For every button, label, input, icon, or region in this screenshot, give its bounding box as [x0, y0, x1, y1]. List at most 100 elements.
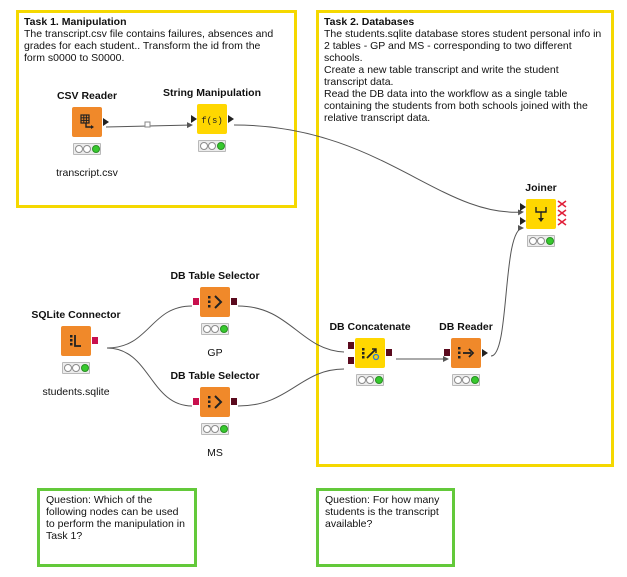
reader-glyph	[458, 347, 475, 359]
input-port[interactable]	[191, 115, 197, 123]
task2-annotation[interactable]: Task 2. Databases The students.sqlite da…	[316, 10, 614, 467]
question1-annotation[interactable]: Question: Which of the following nodes c…	[37, 488, 197, 567]
db-connector-icon	[61, 326, 98, 356]
node-label: DB Concatenate	[329, 321, 411, 333]
status-traffic-light	[73, 143, 101, 155]
status-led-red	[202, 325, 211, 333]
node-label: CSV Reader	[56, 90, 118, 102]
task2-text-line: Create a new table transcript and write …	[324, 64, 559, 76]
status-led-yellow	[537, 237, 545, 245]
db-concatenate-node[interactable]: DB Concatenate	[310, 320, 430, 386]
task2-text-line: containing the students from both school…	[324, 100, 588, 112]
csv-reader-icon	[72, 107, 109, 137]
inactive-output-ports-icon[interactable]	[556, 199, 568, 229]
db-output-port[interactable]	[231, 398, 237, 405]
status-led-red	[453, 376, 462, 384]
connector-glyph	[70, 335, 81, 347]
status-led-green	[470, 376, 479, 384]
status-led-red	[74, 145, 83, 153]
input-port-top[interactable]	[520, 203, 526, 211]
task2-text-line: transcript data.	[324, 76, 394, 88]
connection-ms-to-concatenate[interactable]	[237, 368, 345, 407]
sqlite-connector-node[interactable]: SQLite Connector students.sqlite	[16, 308, 136, 398]
connection-midpoint-handle[interactable]	[144, 121, 151, 128]
db-table-selector-gp-node[interactable]: DB Table Selector GP	[155, 269, 275, 359]
question2-annotation[interactable]: Question: For how many students is the t…	[316, 488, 455, 567]
question2-text-line: available?	[325, 518, 373, 530]
connection-sqlite-to-selector-ms[interactable]	[106, 347, 193, 407]
db-output-port[interactable]	[386, 349, 392, 356]
db-input-port[interactable]	[444, 349, 450, 356]
task1-annotation[interactable]: Task 1. Manipulation The transcript.csv …	[16, 10, 297, 208]
status-led-green	[545, 237, 554, 245]
status-led-red	[357, 376, 366, 384]
status-led-green	[374, 376, 383, 384]
node-comment[interactable]: students.sqlite	[42, 386, 110, 398]
concatenate-glyph	[362, 348, 380, 361]
task1-text-line: The transcript.csv file contains failure…	[24, 28, 274, 40]
status-led-yellow	[211, 325, 219, 333]
status-led-yellow	[211, 425, 219, 433]
db-output-port[interactable]	[231, 298, 237, 305]
status-led-green	[216, 142, 225, 150]
node-label: DB Reader	[439, 321, 493, 333]
db-table-selector-icon	[193, 387, 237, 417]
joiner-node[interactable]: Joiner	[481, 181, 601, 247]
status-led-yellow	[366, 376, 374, 384]
node-comment[interactable]: transcript.csv	[56, 167, 118, 179]
connection-sqlite-to-selector-gp[interactable]	[106, 305, 193, 349]
node-label: DB Table Selector	[170, 370, 260, 382]
db-reader-node[interactable]: DB Reader	[406, 320, 526, 386]
node-comment[interactable]: GP	[207, 347, 223, 359]
task2-text-line: The students.sqlite database stores stud…	[324, 28, 602, 40]
question1-text-line: to perform the manipulation in	[46, 518, 185, 530]
node-label: Joiner	[525, 182, 557, 194]
string-manipulation-node[interactable]: String Manipulation f(s)	[152, 86, 272, 152]
status-led-yellow	[83, 145, 91, 153]
status-led-green	[219, 325, 228, 333]
fs-glyph: f(s)	[201, 116, 223, 126]
status-traffic-light	[527, 235, 555, 247]
db-output-port[interactable]	[92, 337, 98, 344]
task2-text-line: 2 tables - GP and MS - corresponding to …	[324, 40, 572, 52]
db-table-selector-ms-node[interactable]: DB Table Selector MS	[155, 369, 275, 459]
connection-string-to-joiner[interactable]	[233, 124, 524, 216]
question1-text-line: Question: Which of the	[46, 494, 153, 506]
question1-text-line: following nodes can be used	[46, 506, 179, 518]
db-table-selector-icon	[193, 287, 237, 317]
node-label: DB Table Selector	[170, 270, 260, 282]
status-traffic-light	[201, 423, 229, 435]
status-traffic-light	[62, 362, 90, 374]
table-arrow-glyph	[80, 114, 94, 129]
db-input-port-bottom[interactable]	[348, 357, 354, 364]
question2-text-line: Question: For how many	[325, 494, 440, 506]
status-led-red	[63, 364, 72, 372]
question2-text-line: students is the transcript	[325, 506, 439, 518]
selector-glyph	[208, 295, 223, 309]
string-manipulation-icon: f(s)	[191, 104, 234, 134]
question1-text-line: Task 1?	[46, 530, 83, 542]
output-port[interactable]	[228, 115, 234, 123]
db-concatenate-icon	[348, 338, 392, 368]
db-reader-icon	[444, 338, 488, 368]
node-comment[interactable]: MS	[207, 447, 223, 459]
status-led-green	[219, 425, 228, 433]
task2-text-line: schools.	[324, 52, 363, 64]
connection-gp-to-concatenate[interactable]	[237, 305, 345, 353]
db-input-port-top[interactable]	[348, 342, 354, 349]
output-port[interactable]	[482, 349, 488, 357]
csv-reader-node[interactable]: CSV Reader transcript.csv	[27, 89, 147, 179]
selector-glyph	[208, 395, 223, 409]
input-port-bottom[interactable]	[520, 217, 526, 225]
db-input-port[interactable]	[193, 298, 199, 305]
output-port[interactable]	[103, 118, 109, 126]
status-led-green	[80, 364, 89, 372]
joiner-icon	[520, 199, 567, 229]
status-traffic-light	[356, 374, 384, 386]
task1-text-line: grades for each student.. Transform the …	[24, 40, 261, 52]
fs-glyph-text: f(s)	[201, 116, 223, 126]
node-label: String Manipulation	[163, 87, 261, 99]
status-traffic-light	[201, 323, 229, 335]
db-input-port[interactable]	[193, 398, 199, 405]
connection-reader-to-joiner[interactable]	[490, 225, 524, 357]
